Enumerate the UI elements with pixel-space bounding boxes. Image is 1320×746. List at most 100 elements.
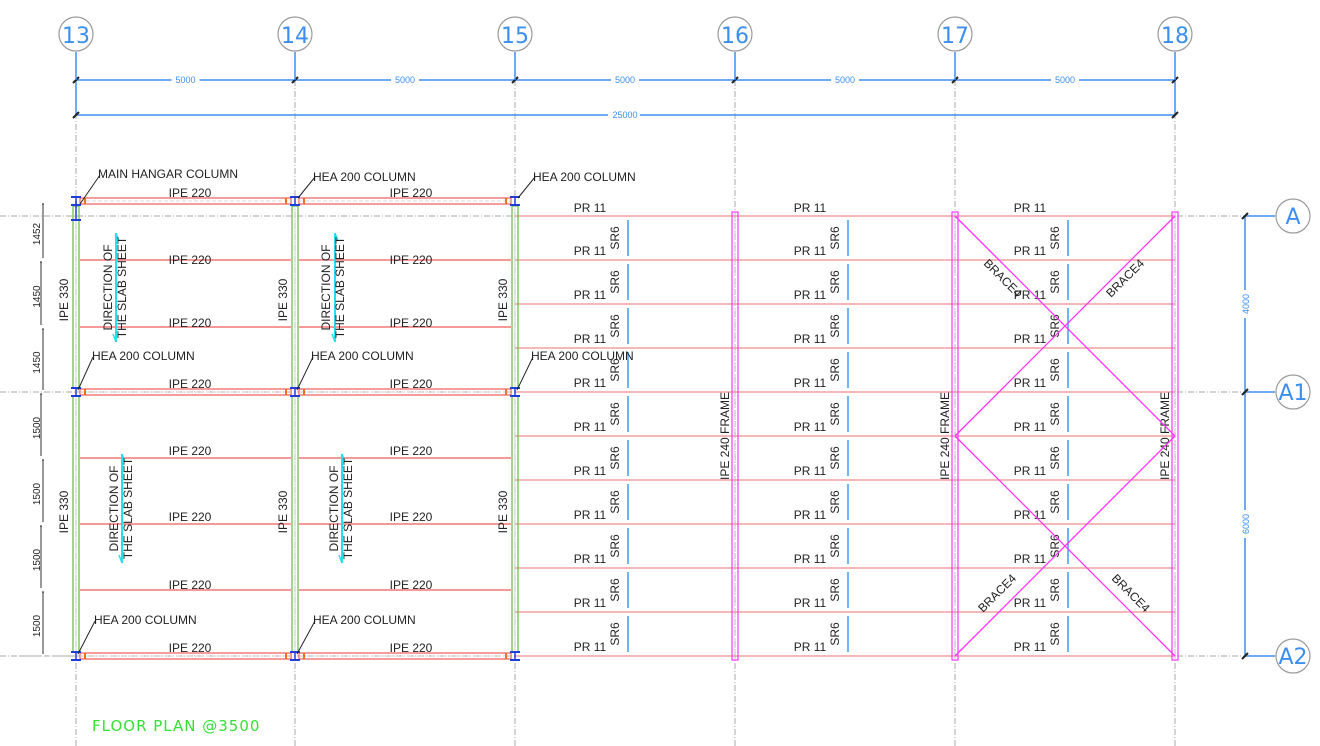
bubble-circle xyxy=(277,16,313,52)
grid-bubble-14: 14 xyxy=(277,16,313,80)
purlin-label: PR 11 xyxy=(794,244,827,258)
sag-rod-label: SR6 xyxy=(608,622,622,646)
dimension-label-bg xyxy=(1240,510,1250,538)
purlin-label: PR 11 xyxy=(794,420,827,434)
sag-rod-label: SR6 xyxy=(608,358,622,382)
callout-leader xyxy=(517,176,536,199)
bubble-circle xyxy=(1157,16,1193,52)
sag-rod-label: SR6 xyxy=(608,578,622,602)
sag-rod-label: SR6 xyxy=(608,314,622,338)
purlin-label: PR 11 xyxy=(574,376,607,390)
callout-hea-200-column: HEA 200 COLUMN xyxy=(311,349,414,363)
sag-rod-label: SR6 xyxy=(608,402,622,426)
beam-label: IPE 220 xyxy=(169,641,212,655)
sag-rod-label: SR6 xyxy=(828,402,842,426)
sag-rod-label: SR6 xyxy=(828,226,842,250)
slab-direction-label: DIRECTION OF xyxy=(319,245,333,331)
sag-rod-label: SR6 xyxy=(1048,446,1062,470)
callout-leader xyxy=(296,356,314,391)
grid-bubble-label: 17 xyxy=(941,24,969,49)
slab-arrow-head xyxy=(112,333,117,343)
dimension-label-bg xyxy=(608,109,640,120)
purlin-label: PR 11 xyxy=(574,288,607,302)
dimension-span-label: 5000 xyxy=(615,75,635,85)
callout-leader xyxy=(79,174,101,205)
grid-bubble-label: A2 xyxy=(1278,645,1307,670)
beam-label: IPE 220 xyxy=(390,444,433,458)
beam-label: IPE 220 xyxy=(390,578,433,592)
sag-rod-label: SR6 xyxy=(828,578,842,602)
dimension-right-label: 4000 xyxy=(1241,294,1251,314)
dimension-label-bg xyxy=(611,74,639,85)
side-beam-label: IPE 330 xyxy=(276,278,290,321)
sag-rod-label: SR6 xyxy=(828,314,842,338)
purlin-label: PR 11 xyxy=(794,596,827,610)
slab-arrow-head xyxy=(331,333,336,343)
grid-bubble-13: 13 xyxy=(58,16,94,80)
purlin-label: PR 11 xyxy=(1014,464,1047,478)
beam-label: IPE 220 xyxy=(169,578,212,592)
purlin-label: PR 11 xyxy=(794,288,827,302)
bubble-circle xyxy=(1275,638,1311,674)
beam-label: IPE 220 xyxy=(390,253,433,267)
brace-label: BRACE4 xyxy=(975,571,1019,615)
callout-hea-200-column: HEA 200 COLUMN xyxy=(92,349,195,363)
slab-arrow-head xyxy=(334,232,339,242)
beam-label: IPE 220 xyxy=(390,641,433,655)
slab-direction-label: DIRECTION OF xyxy=(327,466,341,552)
dimension-left-label: 1450 xyxy=(32,351,43,374)
purlin-label: PR 11 xyxy=(1014,552,1047,566)
grid-bubble-18: 18 xyxy=(1157,16,1193,80)
slab-direction-label: THE SLAB SHEET xyxy=(115,236,129,338)
side-beam-label: IPE 330 xyxy=(57,490,71,533)
callout-hea-200-column: HEA 200 COLUMN xyxy=(313,613,416,627)
purlin-label: PR 11 xyxy=(574,596,607,610)
slab-arrow-head xyxy=(338,554,343,564)
purlin-label: PR 11 xyxy=(574,244,607,258)
purlin-label: PR 11 xyxy=(794,376,827,390)
beam-label: IPE 220 xyxy=(390,377,433,391)
dimension-left-label: 1500 xyxy=(32,548,43,571)
sag-rod-label: SR6 xyxy=(608,226,622,250)
sag-rod-label: SR6 xyxy=(608,270,622,294)
beam-label: IPE 220 xyxy=(390,186,433,200)
dimension-tick xyxy=(1241,212,1249,220)
grid-bubble-label: 15 xyxy=(501,24,529,49)
dimension-span-label: 5000 xyxy=(835,75,855,85)
dimension-span-label: 5000 xyxy=(395,75,415,85)
grid-bubble-label: 18 xyxy=(1161,24,1189,49)
beam-label: IPE 220 xyxy=(169,510,212,524)
dimension-left-label: 1500 xyxy=(32,416,43,439)
bubble-circle xyxy=(937,16,973,52)
dimension-left-label: 1452 xyxy=(32,222,43,245)
grid-bubble-17: 17 xyxy=(937,16,973,80)
callout-leader xyxy=(77,620,96,655)
callout-leader xyxy=(297,176,316,199)
dimension-label-bg xyxy=(1051,74,1079,85)
slab-arrow-head xyxy=(121,453,126,463)
beam-label: IPE 220 xyxy=(390,316,433,330)
slab-direction-label: DIRECTION OF xyxy=(107,466,121,552)
dimension-tick xyxy=(72,111,80,119)
bubble-circle xyxy=(717,16,753,52)
sag-rod-label: SR6 xyxy=(828,270,842,294)
sag-rod-label: SR6 xyxy=(608,534,622,558)
purlin-label: PR 11 xyxy=(574,201,607,215)
beam-label: IPE 220 xyxy=(390,510,433,524)
bubble-circle xyxy=(497,16,533,52)
grid-bubble-label: A1 xyxy=(1278,381,1307,406)
sag-rod-label: SR6 xyxy=(1048,226,1062,250)
slab-direction-label: DIRECTION OF xyxy=(101,245,115,331)
purlin-label: PR 11 xyxy=(574,552,607,566)
beam-label: IPE 220 xyxy=(169,377,212,391)
grid-bubble-15: 15 xyxy=(497,16,533,80)
dimension-tick xyxy=(1241,652,1249,660)
grid-bubble-label: 13 xyxy=(62,24,90,49)
